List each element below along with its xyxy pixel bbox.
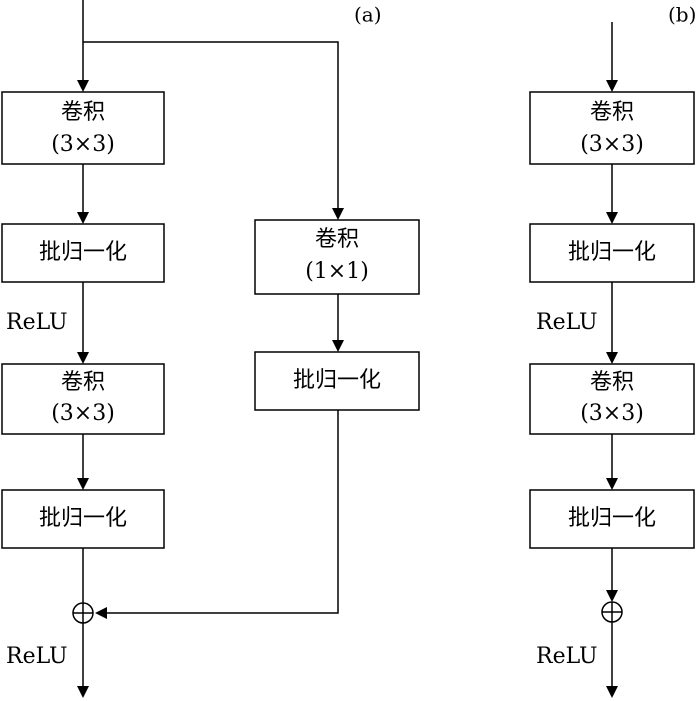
- panel-b-conv2-line1: 卷积: [590, 370, 634, 395]
- panel-b-arrow-conv2-bn2: [606, 478, 618, 490]
- panel-a-conv2-box: [1, 363, 165, 435]
- panel-a-arrow-conv2-bn2: [77, 478, 89, 490]
- panel-a-bn2-box: [1, 489, 165, 549]
- panel-a-bn2-label: 批归一化: [39, 506, 127, 531]
- panel-a-shortcut-conv-line1: 卷积: [315, 227, 359, 252]
- panel-b-conv1-line2: (3×3): [580, 132, 644, 157]
- panel-a-bn1-box: [1, 223, 165, 283]
- panel-b-sum-node: [601, 601, 623, 623]
- panel-a-output-arrow: [77, 686, 89, 698]
- panel-a-relu1-label: ReLU: [6, 310, 68, 335]
- panel-a-arrow-conv1-bn1: [77, 212, 89, 224]
- panel-b-arrow-bn2-sum: [606, 590, 618, 602]
- panel-b-bn2-box: [529, 489, 695, 549]
- panel-b-arrow-bn1-conv2: [606, 352, 618, 364]
- panel-a-shortcut-conv-box: [254, 219, 420, 295]
- panel-b-bn2-label: 批归一化: [568, 506, 656, 531]
- panel-a-conv1-box: [1, 91, 165, 165]
- panel-a-bn1-label: 批归一化: [39, 240, 127, 265]
- panel-a-shortcut-branch-edge: [83, 41, 339, 210]
- panel-a-shortcut-conv-line2: (1×1): [305, 259, 369, 284]
- panel-a-conv2-line2: (3×3): [51, 401, 115, 426]
- panel-b-conv1-box: [529, 91, 695, 165]
- panel-a-conv1-line1: 卷积: [61, 100, 105, 125]
- panel-a-arrow-shortcut-conv-bn: [332, 340, 344, 352]
- panel-a-label: (a): [354, 3, 382, 27]
- panel-a-conv2-line1: 卷积: [61, 370, 105, 395]
- panel-b-conv2-line2: (3×3): [580, 401, 644, 426]
- panel-b-arrow-conv1-bn1: [606, 212, 618, 224]
- panel-a-input-arrow: [77, 80, 89, 92]
- panel-b-conv1-line1: 卷积: [590, 100, 634, 125]
- panel-a-sum-node: [72, 602, 94, 624]
- panel-a-shortcut-bn-label: 批归一化: [293, 368, 381, 393]
- panel-b-bn1-label: 批归一化: [568, 240, 656, 265]
- panel-a-relu-out-label: ReLU: [6, 644, 68, 669]
- panel-b-input-arrow: [606, 80, 618, 92]
- panel-b-conv2-box: [529, 363, 695, 435]
- panel-a-shortcut-merge-arrow: [95, 607, 107, 619]
- panel-a-shortcut-branch-arrow: [332, 208, 344, 220]
- panel-a-conv1-line2: (3×3): [51, 132, 115, 157]
- panel-a-shortcut-merge-edge: [105, 410, 339, 614]
- panel-b-label: (b): [668, 3, 696, 27]
- panel-a: (a) 卷积 (3×3) 批归一化 ReLU 卷积 (3×3) 批归一化 卷积 …: [1, 0, 420, 698]
- panel-b-output-arrow: [606, 686, 618, 698]
- panel-b: (b) 卷积 (3×3) 批归一化 ReLU 卷积 (3×3) 批归一化: [529, 3, 696, 698]
- panel-a-shortcut-bn-box: [254, 351, 420, 411]
- panel-b-relu1-label: ReLU: [536, 310, 598, 335]
- panel-b-relu-out-label: ReLU: [536, 644, 598, 669]
- panel-a-arrow-bn1-conv2: [77, 352, 89, 364]
